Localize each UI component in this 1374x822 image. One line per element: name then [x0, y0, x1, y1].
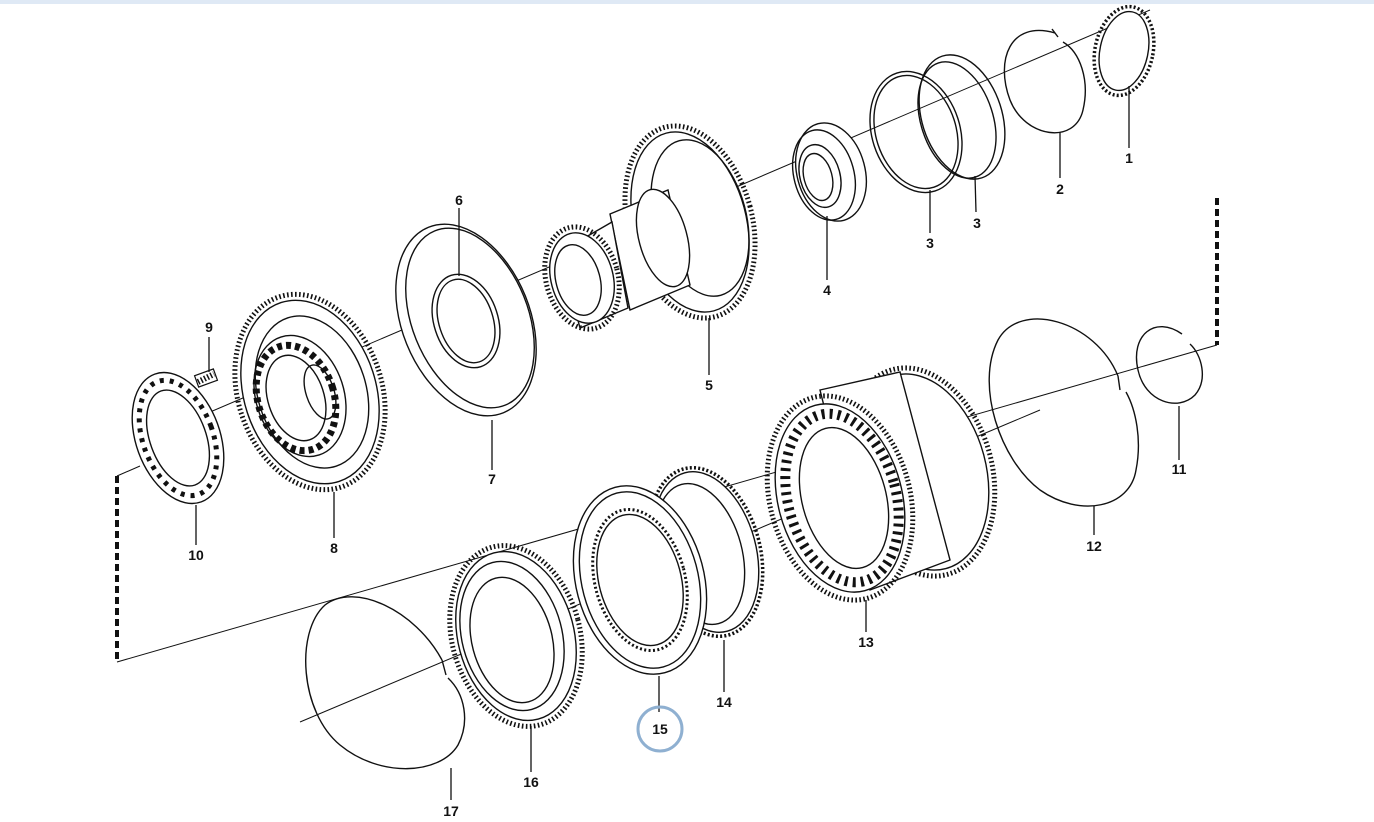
part-label-3a[interactable]: 3: [926, 235, 934, 251]
part-label-2[interactable]: 2: [1056, 181, 1064, 197]
part-16-piston: [447, 543, 585, 729]
leader-lines: [195, 86, 1180, 800]
part-label-16[interactable]: 16: [523, 774, 539, 790]
part-13-clutch-hub: [764, 365, 998, 603]
part-11-snap-ring: [1135, 325, 1203, 404]
part-17-snap-ring: [305, 596, 466, 770]
part-label-7[interactable]: 7: [488, 471, 496, 487]
part-label-4[interactable]: 4: [823, 282, 831, 298]
part-label-1[interactable]: 1: [1125, 150, 1133, 166]
part-label-11[interactable]: 11: [1172, 461, 1187, 477]
part-5-gear-shaft: [542, 123, 758, 332]
part-label-12[interactable]: 12: [1086, 538, 1102, 554]
part-label-8[interactable]: 8: [330, 540, 338, 556]
part-4-bearing: [791, 122, 867, 222]
part-label-10[interactable]: 10: [188, 547, 204, 563]
part-12-snap-ring: [988, 318, 1140, 507]
top-border: [0, 0, 1374, 4]
part-3-rings: [869, 54, 1006, 194]
part-15-steel-disc: [572, 485, 708, 675]
highlight-circle: [636, 705, 684, 753]
part-label-14[interactable]: 14: [716, 694, 732, 710]
part-6-inner-ring: [431, 273, 501, 369]
part-label-5[interactable]: 5: [705, 377, 713, 393]
part-8-clutch-drum: [232, 291, 388, 493]
part-10-thrust-bearing: [131, 371, 225, 505]
part-label-13[interactable]: 13: [858, 634, 874, 650]
part-label-3b[interactable]: 3: [973, 215, 981, 231]
part-9-spring: [193, 368, 219, 388]
part-label-15[interactable]: 15: [652, 721, 668, 737]
part-labels: 1 2 3 3 4 5 6 7 8 9 10 11 12 13 14 15 16…: [188, 150, 1186, 819]
part-2-snap-ring: [1003, 28, 1086, 134]
part-1-toothed-ring: [1092, 4, 1156, 98]
part-label-6[interactable]: 6: [455, 192, 463, 208]
part-label-17[interactable]: 17: [443, 803, 459, 819]
part-label-9[interactable]: 9: [205, 319, 213, 335]
